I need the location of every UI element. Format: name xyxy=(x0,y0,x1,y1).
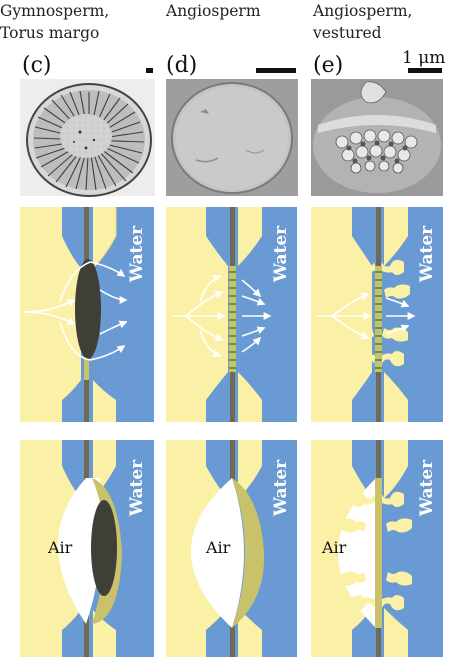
water-label-e3: Water xyxy=(417,459,437,517)
scale-bar-d xyxy=(256,68,296,73)
pit-water-c: Water xyxy=(20,207,154,422)
header-c-line2: Torus margo xyxy=(0,24,99,42)
water-label-c3: Water xyxy=(127,459,147,517)
panel-label-e: (e) xyxy=(313,53,343,78)
torus xyxy=(75,259,101,359)
pit-air-c: Air Water xyxy=(20,440,154,657)
torus xyxy=(91,500,117,596)
water-label-d2: Water xyxy=(271,225,291,283)
micrograph-d xyxy=(166,79,298,196)
pit-air-e: Air Water xyxy=(311,440,443,657)
header-e-line1: Angiosperm, xyxy=(312,2,412,20)
header-c-line1: Gymnosperm, xyxy=(0,2,109,20)
scale-bar-c xyxy=(146,68,153,73)
micrograph-c xyxy=(20,79,155,196)
pit-air-d: Air Water xyxy=(166,440,297,657)
header-e-line2: vestured xyxy=(312,24,382,42)
panel-label-c: (c) xyxy=(22,53,52,78)
micrograph-e xyxy=(311,79,443,196)
water-label-c2: Water xyxy=(127,225,147,283)
air-label-d: Air xyxy=(205,538,231,557)
panel-label-d: (d) xyxy=(166,53,197,78)
scale-bar-e xyxy=(408,68,442,73)
pit-water-e: Water xyxy=(311,207,443,422)
header-d-line1: Angiosperm xyxy=(165,2,261,20)
water-label-d3: Water xyxy=(271,459,291,517)
air-label-c: Air xyxy=(47,538,73,557)
scale-bar-label: 1 μm xyxy=(402,48,445,68)
water-label-e2: Water xyxy=(417,225,437,283)
pit-water-d: Water xyxy=(166,207,297,422)
air-label-e: Air xyxy=(321,538,347,557)
